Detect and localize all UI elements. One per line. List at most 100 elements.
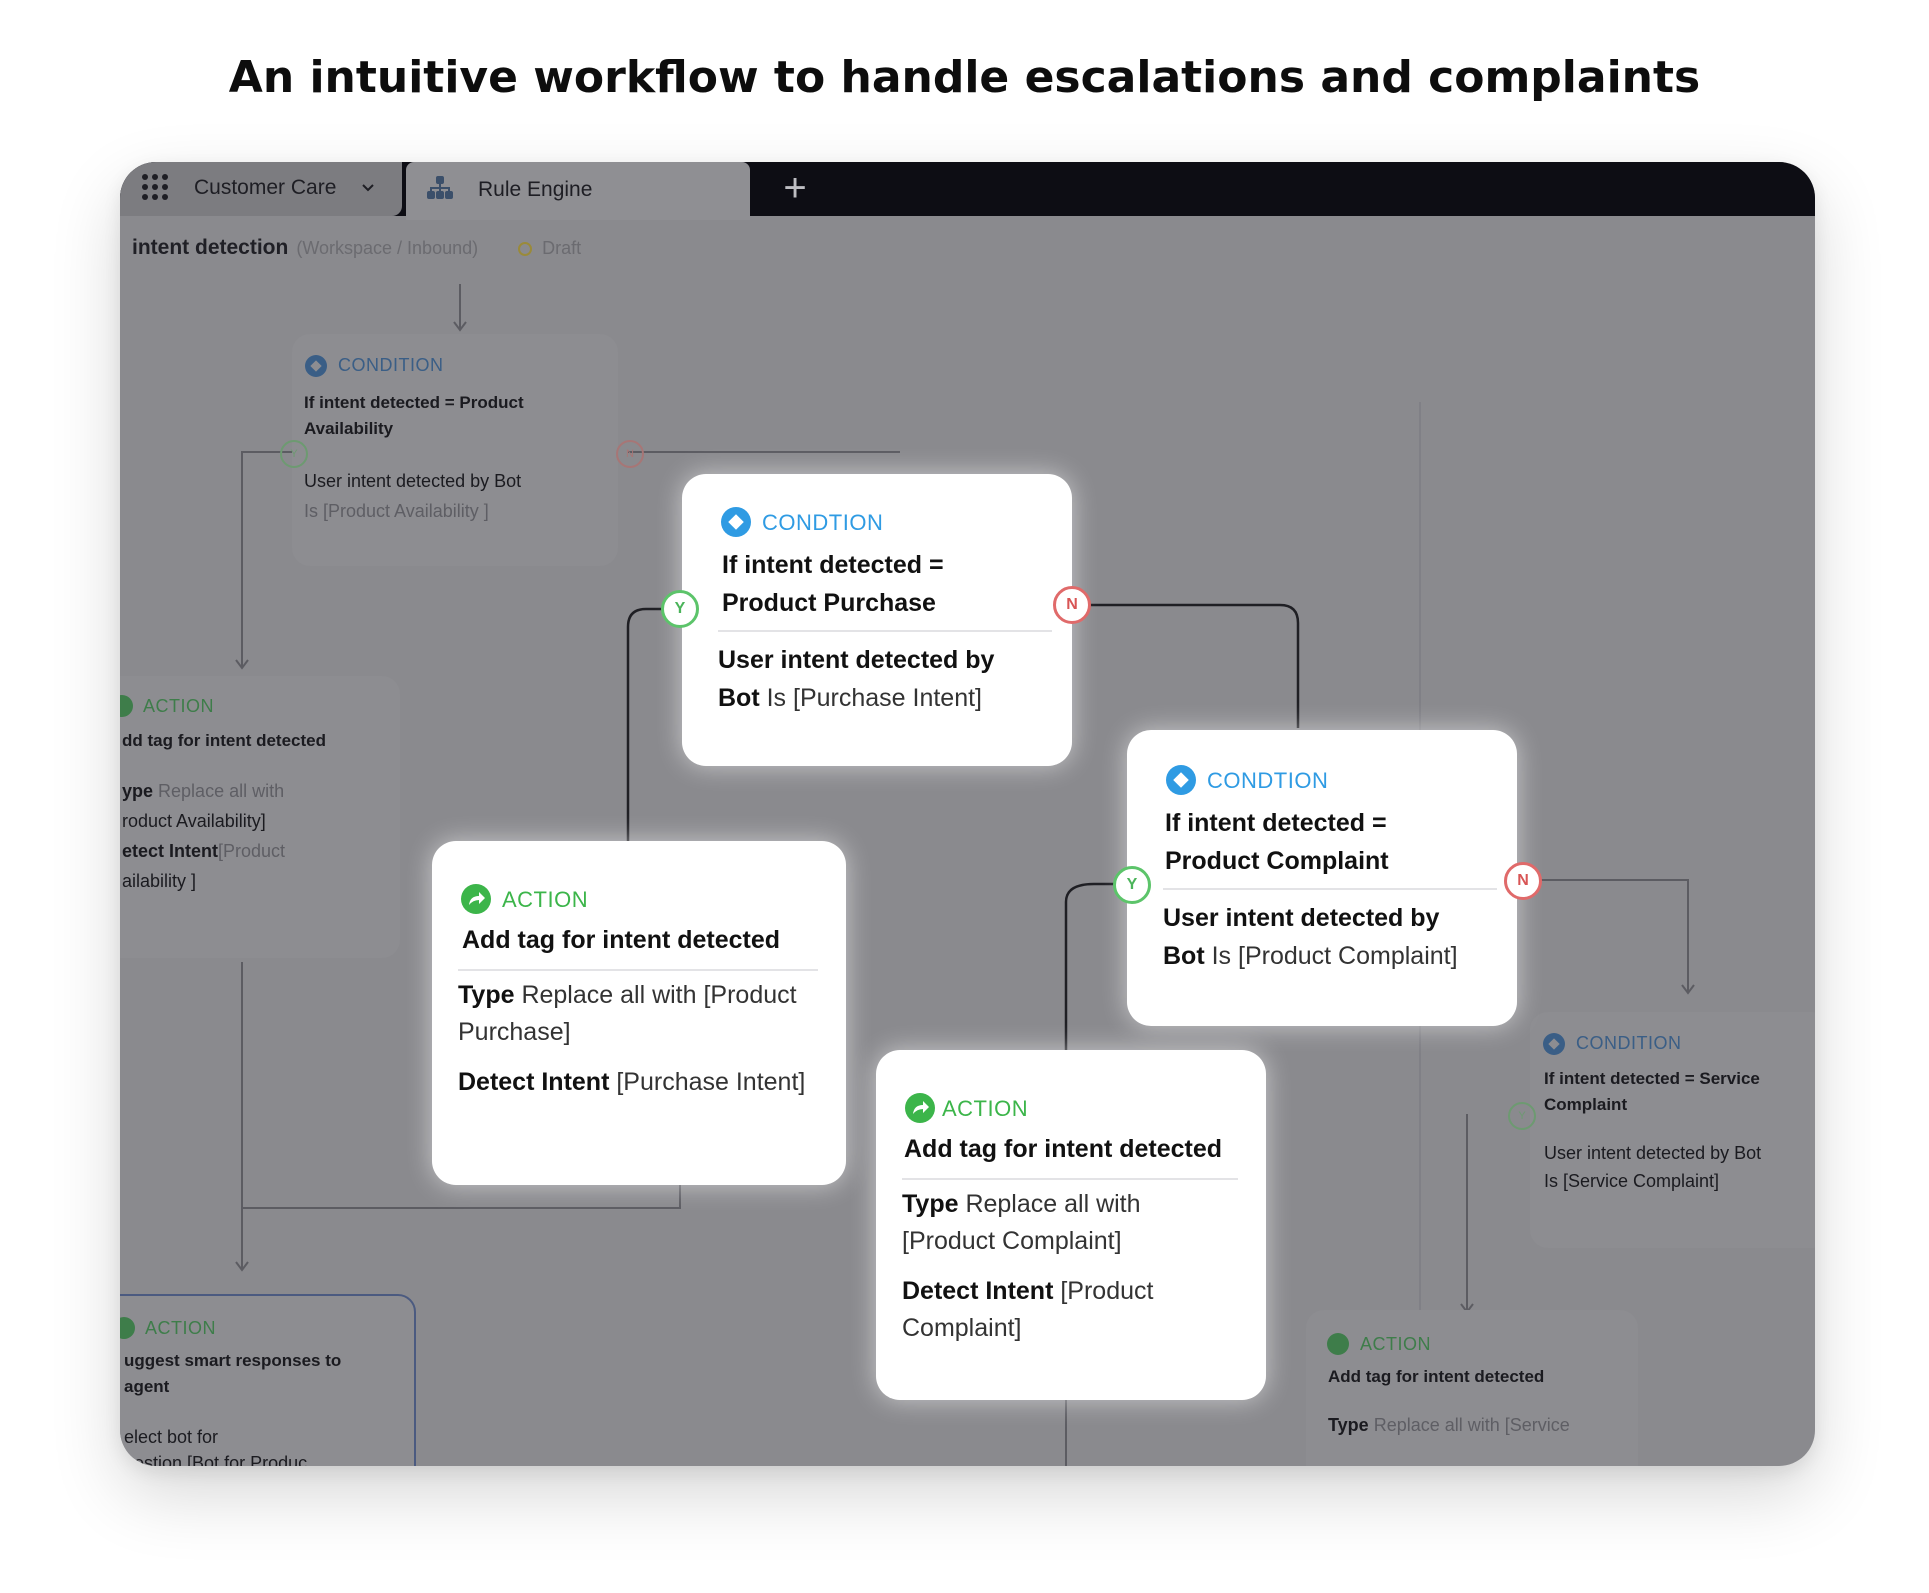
no-branch-badge[interactable]: N — [1504, 862, 1542, 900]
condition-card-complaint[interactable]: CONDTION If intent detected = Product Co… — [1127, 730, 1517, 1026]
action-header: ACTION — [502, 887, 589, 912]
action-title: Add tag for intent detected — [1328, 1367, 1545, 1386]
action-title: uggest smart responses to — [124, 1351, 342, 1370]
yes-branch-badge[interactable]: Y — [1508, 1102, 1536, 1130]
divider — [902, 1178, 1238, 1180]
diamond-icon — [721, 507, 751, 537]
condition-body-2: Is [Service Complaint] — [1544, 1171, 1720, 1191]
type-value-2: Purchase] — [458, 1018, 571, 1046]
action-title: Add tag for intent detected — [462, 926, 781, 954]
action-body-2: uestion [Bot for Produc — [124, 1453, 308, 1466]
intent-key: etect Intent — [122, 841, 219, 861]
type-value: Replace all with — [153, 781, 285, 801]
condition-body: User intent detected by — [718, 642, 994, 679]
action-card-service[interactable]: ACTION Add tag for intent detected Type … — [1306, 1310, 1638, 1466]
action-card-availability[interactable]: ACTION dd tag for intent detected ype Re… — [120, 676, 400, 958]
yes-branch-badge[interactable]: Y — [1113, 866, 1151, 904]
intent-key: Detect Intent — [902, 1277, 1054, 1305]
divider — [1163, 888, 1497, 890]
diamond-icon — [1543, 1033, 1565, 1055]
condition-header: CONDTION — [1207, 768, 1329, 793]
share-arrow-icon — [120, 695, 133, 717]
condition-title: If intent detected = — [722, 551, 944, 579]
action-card-complaint[interactable]: ACTION Add tag for intent detected Type … — [876, 1050, 1266, 1400]
workspace-label: Customer Care — [194, 176, 337, 199]
no-branch-badge[interactable]: N — [616, 440, 644, 468]
intent-value-2: Complaint] — [902, 1314, 1022, 1342]
intent-value: [Product — [218, 841, 286, 861]
tab-bar: Customer Care Rule Engine + — [120, 162, 1815, 220]
action-header: ACTION — [145, 1318, 217, 1338]
action-title: Add tag for intent detected — [904, 1135, 1223, 1163]
action-card-purchase[interactable]: ACTION Add tag for intent detected Type … — [432, 841, 846, 1185]
body-key: User intent detected by — [718, 646, 995, 674]
body-key-2: Bot — [1163, 942, 1205, 970]
type-value: Replace all with [Product — [514, 981, 797, 1009]
hierarchy-icon — [427, 176, 453, 199]
type-key: Type — [1328, 1415, 1369, 1435]
workflow-name: intent detection — [132, 236, 289, 259]
condition-header: CONDITION — [338, 355, 444, 375]
intent-value: [Product — [1053, 1277, 1154, 1305]
body-value: Is [Product Complaint] — [1204, 942, 1458, 970]
action-header: ACTION — [1360, 1334, 1432, 1354]
condition-title: If intent detected = — [1165, 809, 1387, 837]
share-arrow-icon — [905, 1093, 935, 1123]
share-arrow-icon — [461, 884, 491, 914]
condition-title-2: Availability — [304, 419, 394, 438]
action-line-intent: Detect Intent [Product — [902, 1273, 1153, 1310]
status-text: Draft — [542, 238, 582, 258]
action-line-type: Type Replace all with — [902, 1186, 1141, 1223]
body-key-2: Bot — [718, 684, 760, 712]
condition-body-2: Bot Is [Purchase Intent] — [718, 680, 982, 717]
type-value: Replace all with — [958, 1190, 1141, 1218]
type-key: Type — [902, 1190, 959, 1218]
grid-dots-icon[interactable] — [138, 170, 172, 204]
yes-branch-badge[interactable]: Y — [661, 590, 699, 628]
share-arrow-icon — [120, 1317, 135, 1339]
condition-header: CONDITION — [1576, 1033, 1682, 1053]
condition-card-service[interactable]: CONDITION If intent detected = Service C… — [1530, 1012, 1815, 1248]
diamond-icon — [305, 355, 327, 377]
diamond-icon — [1166, 765, 1196, 795]
action-line-type: Type Replace all with [Product — [458, 977, 797, 1014]
condition-card-purchase[interactable]: CONDTION If intent detected = Product Pu… — [682, 474, 1072, 766]
yes-branch-badge[interactable]: Y — [280, 440, 308, 468]
type-value-2: [Product Complaint] — [902, 1227, 1122, 1255]
condition-body: User intent detected by Bot — [304, 471, 522, 491]
no-branch-badge[interactable]: N — [1053, 586, 1091, 624]
type-key: ype — [122, 781, 154, 801]
action-line-type: ype Replace all with — [122, 776, 284, 806]
body-key: User intent detected by — [1163, 904, 1440, 932]
condition-header: CONDTION — [762, 510, 884, 535]
condition-title-2: Product Complaint — [1165, 847, 1389, 875]
condition-body-2: Is [Product Availability ] — [304, 501, 489, 521]
condition-body: User intent detected by Bot — [1544, 1143, 1762, 1163]
action-card-suggest[interactable]: ACTION uggest smart responses to agent e… — [120, 1294, 416, 1466]
action-title: dd tag for intent detected — [122, 731, 326, 750]
chevron-down-icon[interactable] — [360, 180, 376, 196]
tab-workspace[interactable]: Customer Care — [120, 162, 402, 216]
condition-title-2: Product Purchase — [722, 589, 936, 617]
action-header: ACTION — [143, 696, 215, 716]
add-tab-button[interactable]: + — [783, 166, 807, 210]
tab-rule-engine[interactable]: Rule Engine — [406, 162, 750, 220]
condition-title: If intent detected = Service — [1544, 1069, 1760, 1088]
condition-body: User intent detected by — [1163, 900, 1439, 937]
type-value: Replace all with [Service — [1368, 1415, 1570, 1435]
condition-card-availability[interactable]: CONDITION If intent detected = Product A… — [292, 334, 618, 566]
workflow-path: (Workspace / Inbound) — [296, 238, 479, 258]
condition-title: If intent detected = Product — [304, 393, 524, 412]
rule-engine-label: Rule Engine — [478, 178, 593, 201]
intent-value-2: ailability ] — [122, 871, 197, 891]
status-badge: Draft — [518, 238, 581, 258]
divider — [458, 969, 818, 971]
divider — [718, 630, 1052, 632]
page-headline: An intuitive workflow to handle escalati… — [228, 52, 1701, 103]
condition-title-2: Complaint — [1544, 1095, 1628, 1114]
body-value: Is [Purchase Intent] — [759, 684, 982, 712]
type-value-2: roduct Availability] — [122, 811, 266, 831]
share-arrow-icon — [1327, 1333, 1349, 1355]
action-line-intent: etect Intent[Product — [122, 836, 285, 866]
action-header: ACTION — [942, 1096, 1029, 1121]
